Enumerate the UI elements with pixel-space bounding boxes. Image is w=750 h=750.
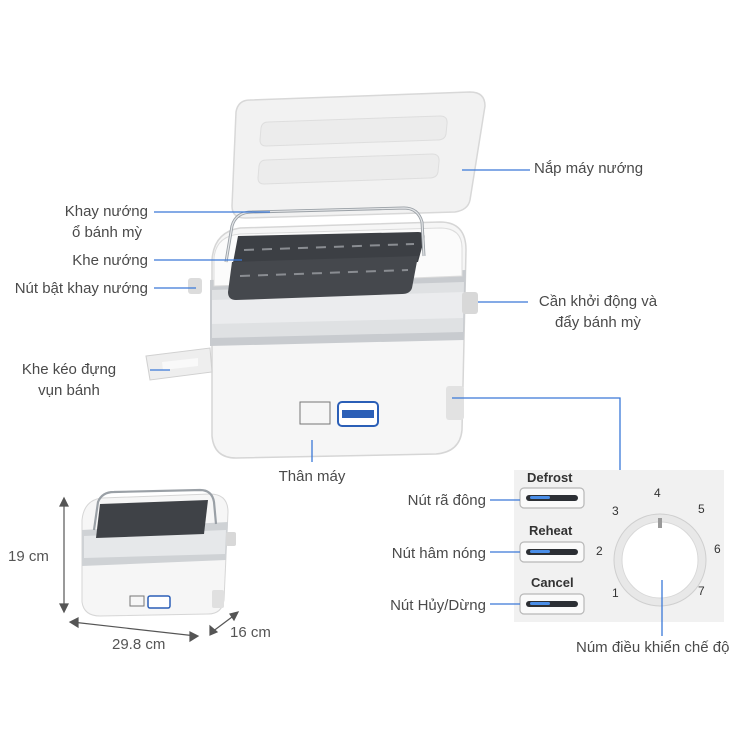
control-panel-closeup [514, 470, 724, 622]
dial-number-2: 2 [596, 544, 603, 558]
panel-cancel-text: Cancel [531, 575, 574, 590]
label-slot: Khe nướng [40, 250, 148, 271]
label-crumb-tray-line1: Khe kéo đựng [14, 359, 124, 380]
basket-release-button-shape [188, 278, 202, 294]
dimension-height: 19 cm [8, 548, 49, 565]
dial-number-7: 7 [698, 584, 705, 598]
label-bread-basket-line1: Khay nướng [40, 201, 148, 222]
panel-reheat-text: Reheat [529, 523, 572, 538]
toaster-main [146, 208, 478, 458]
label-lever-line2: đẩy bánh mỳ [530, 312, 666, 333]
label-lever-line1: Cần khởi động và [530, 291, 666, 312]
label-basket-release: Nút bật khay nướng [2, 278, 148, 299]
dial-number-4: 4 [654, 486, 661, 500]
label-body: Thân máy [262, 466, 362, 487]
panel-defrost-text: Defrost [527, 470, 573, 485]
toaster-small [82, 490, 236, 616]
dial-number-1: 1 [612, 586, 619, 600]
label-cancel-button: Nút Hủy/Dừng [360, 595, 486, 616]
dimension-width: 29.8 cm [112, 636, 165, 653]
label-lid: Nắp máy nướng [534, 158, 643, 179]
dial-number-3: 3 [612, 504, 619, 518]
label-knob: Núm điều khiển chế độ [576, 637, 746, 658]
label-crumb-tray-line2: vụn bánh [14, 380, 124, 401]
label-reheat-button: Nút hâm nóng [360, 543, 486, 564]
dial-number-5: 5 [698, 502, 705, 516]
dimension-depth: 16 cm [230, 624, 271, 641]
label-defrost-button: Nút rã đông [370, 490, 486, 511]
dial-number-6: 6 [714, 542, 721, 556]
toaster-lid [232, 92, 485, 218]
label-bread-basket-line2: ổ bánh mỳ [40, 222, 142, 243]
